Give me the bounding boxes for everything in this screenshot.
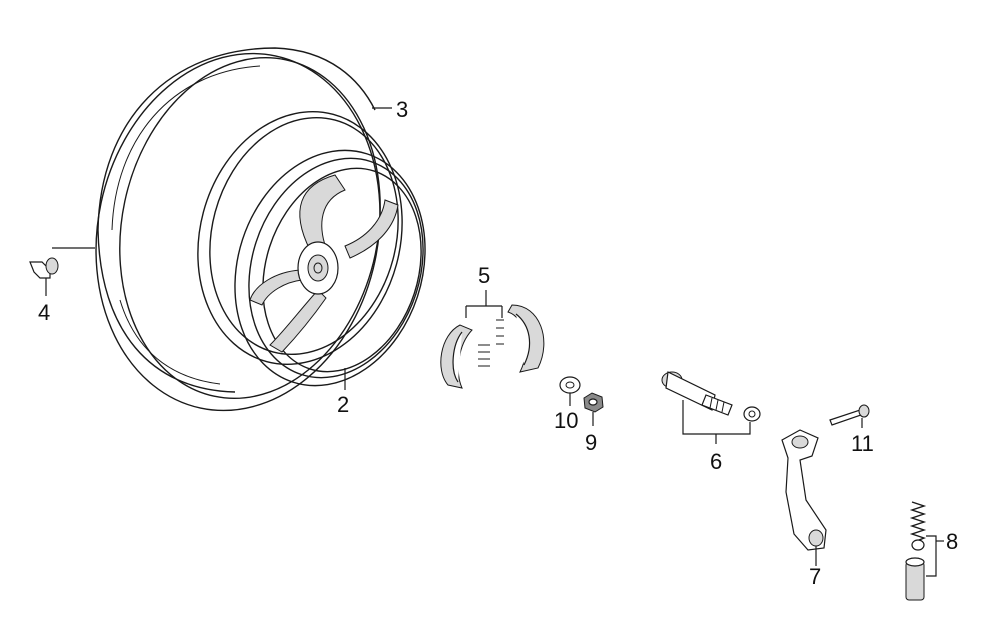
brake-arm [781, 429, 827, 551]
tire [95, 47, 381, 412]
callout-7: 7 [809, 564, 821, 589]
callout-9: 9 [585, 430, 597, 455]
bolt [829, 404, 870, 426]
tire-valve [29, 257, 59, 279]
callout-2: 2 [337, 392, 349, 417]
leader-lines [45, 107, 944, 577]
nut [583, 392, 604, 413]
callout-10: 10 [554, 408, 578, 433]
brake-shoes [440, 304, 545, 389]
callout-8: 8 [946, 529, 958, 554]
wheel-rim [197, 110, 426, 387]
brake-cam [661, 371, 761, 422]
washer [559, 376, 581, 394]
callout-4: 4 [38, 300, 50, 325]
spring-and-sleeve [905, 501, 927, 601]
callout-labels: 2 3 4 5 6 7 8 9 10 11 [38, 97, 958, 589]
callout-5: 5 [478, 263, 490, 288]
callout-6: 6 [710, 449, 722, 474]
callout-3: 3 [396, 97, 408, 122]
callout-11: 11 [851, 431, 874, 456]
